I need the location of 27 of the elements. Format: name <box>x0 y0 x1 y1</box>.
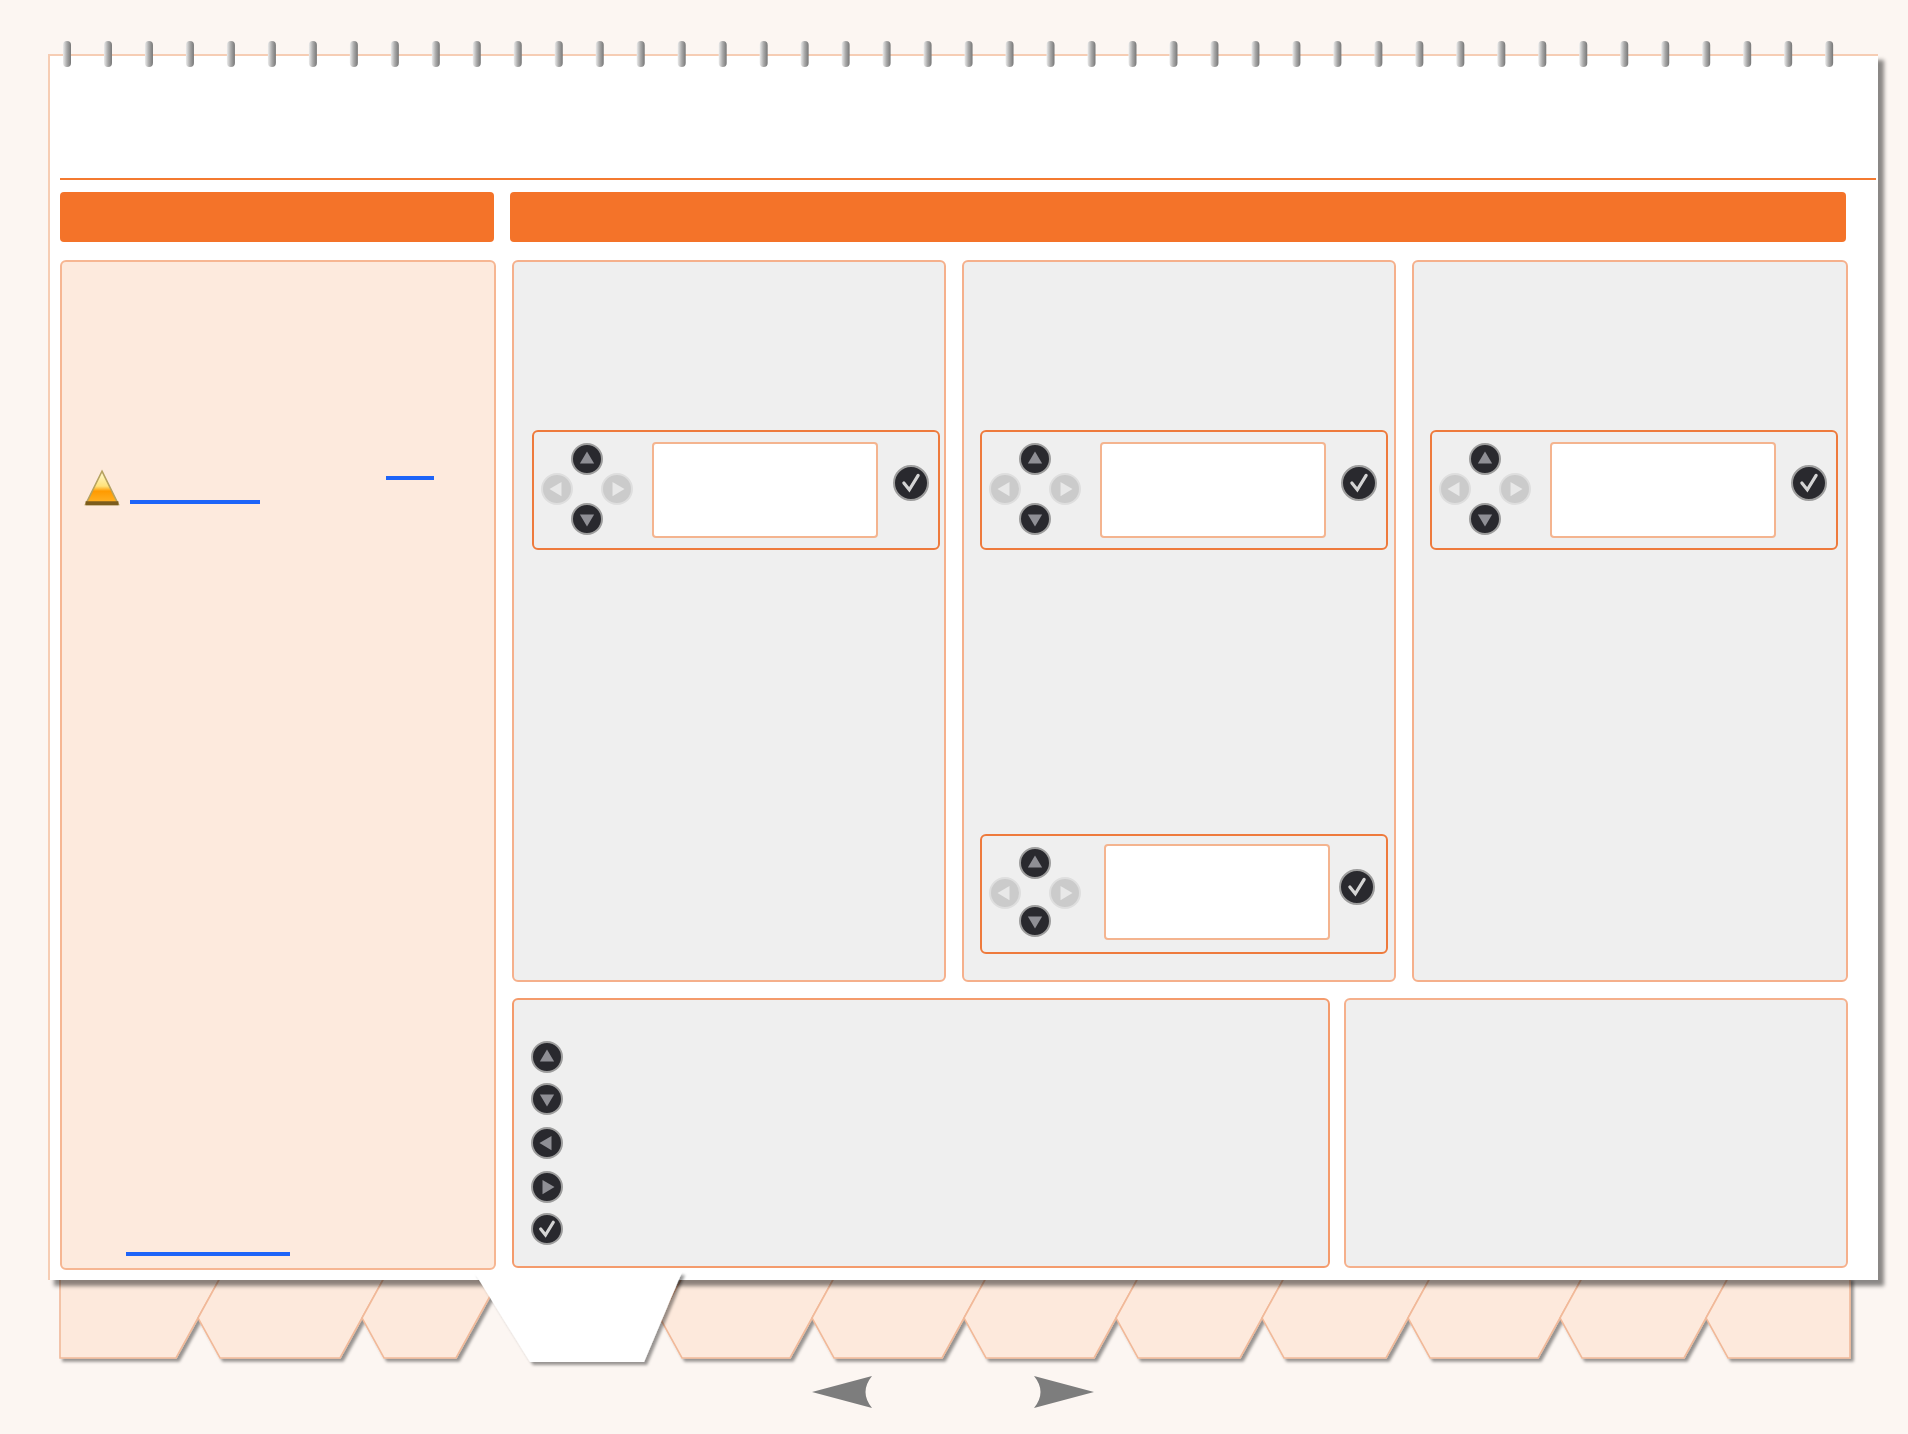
nav-tab <box>1706 1278 1850 1358</box>
section-header-bar <box>510 192 1846 242</box>
nav-tab <box>198 1278 384 1358</box>
active-nav-tab <box>474 1272 682 1362</box>
display-screen <box>651 441 877 537</box>
step-panel <box>1412 260 1847 982</box>
step-panel <box>961 260 1395 982</box>
nav-tab <box>660 1278 834 1358</box>
nav-tab <box>812 1278 986 1358</box>
display-unit <box>979 833 1387 954</box>
nav-tab <box>1560 1278 1728 1358</box>
key-legend-panel <box>511 997 1329 1268</box>
section-header-bar <box>60 192 494 242</box>
display-screen <box>1549 441 1775 537</box>
display-screen <box>1104 844 1330 940</box>
nav-tab <box>1262 1278 1430 1358</box>
nav-tab <box>60 1278 220 1358</box>
display-unit <box>979 429 1387 550</box>
display-screen <box>1099 441 1325 537</box>
nav-tab <box>1408 1278 1582 1358</box>
nav-tab <box>1116 1278 1284 1358</box>
display-unit <box>1429 429 1837 550</box>
display-unit <box>531 429 939 550</box>
note-panel <box>1343 997 1847 1268</box>
nav-tab <box>964 1278 1138 1358</box>
info-panel <box>60 259 495 1269</box>
step-panel <box>511 260 945 982</box>
